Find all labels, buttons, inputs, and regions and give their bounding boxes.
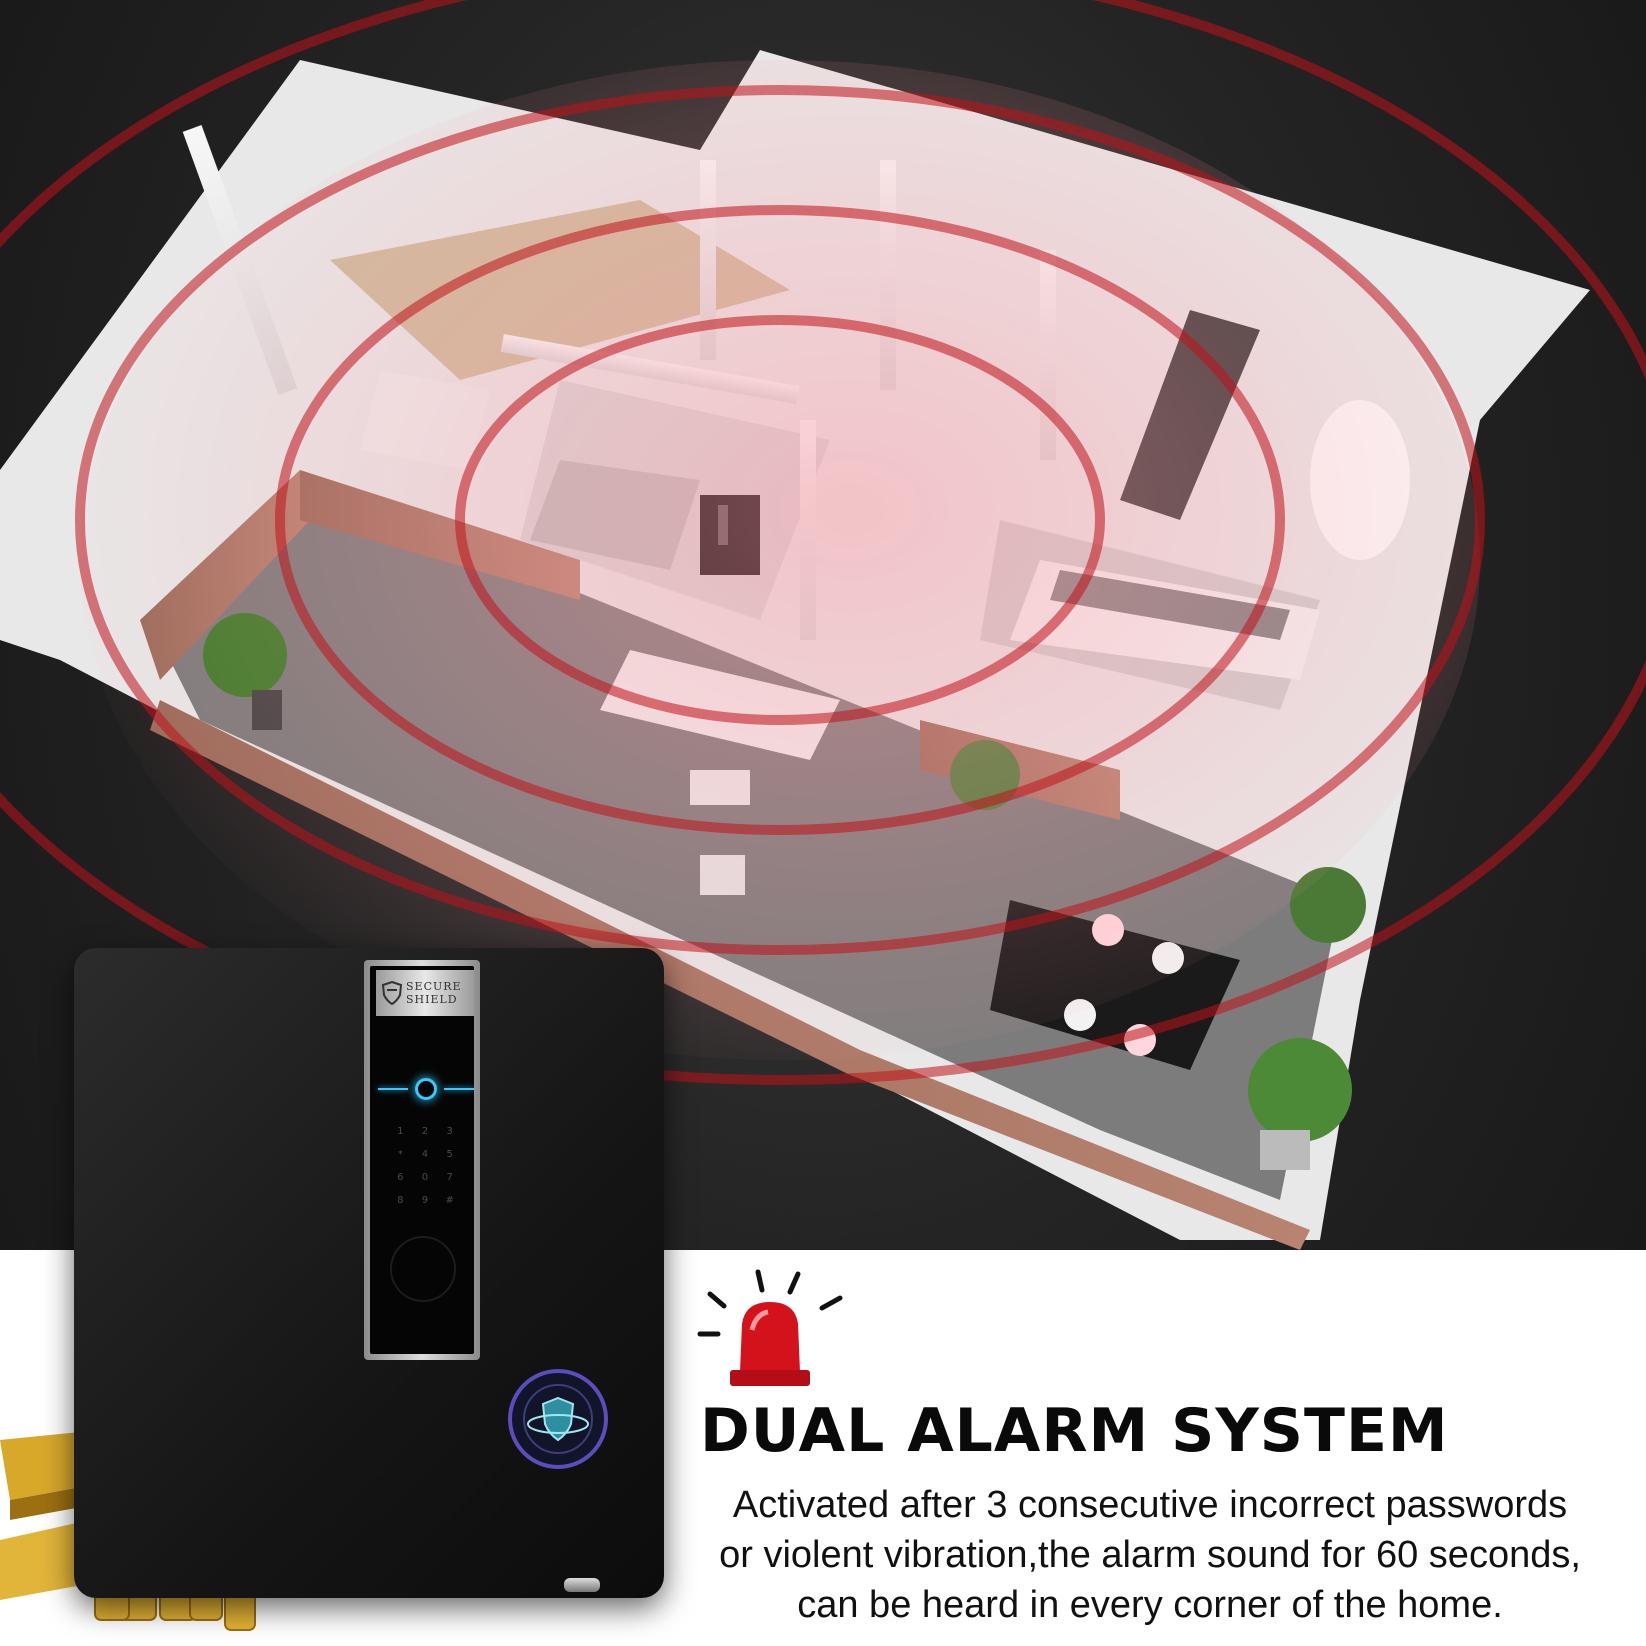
fingerprint-glow-right (444, 1088, 474, 1090)
house-floorplan-illustration (0, 0, 1646, 1250)
keypad-key: 7 (446, 1172, 453, 1183)
description-line-1: Activated after 3 consecutive incorrect … (732, 1484, 1568, 1526)
keypad-key: 8 (397, 1195, 404, 1206)
safe-foot (564, 1578, 600, 1592)
keypad-key: 2 (421, 1126, 429, 1137)
keypad-key: * (397, 1149, 403, 1160)
keypad-key: # (445, 1195, 454, 1206)
description-line-2: or violent vibration,the alarm sound for… (719, 1534, 1581, 1576)
feature-description: Activated after 3 consecutive incorrect … (660, 1480, 1640, 1630)
brand-logo: SECURE SHIELD (376, 970, 474, 1016)
keypad-key: 3 (446, 1126, 453, 1137)
keypad-key: 5 (446, 1149, 453, 1160)
keypad: 1 2 3 * 4 5 6 0 7 8 9 # (390, 1126, 460, 1206)
shield-icon (382, 981, 402, 1005)
alarm-rings (0, 0, 1646, 1085)
keypad-key: 4 (421, 1149, 429, 1160)
keypad-key: 9 (421, 1195, 429, 1206)
siren-icon (697, 1269, 843, 1386)
keypad-key: 1 (397, 1126, 404, 1137)
brand-line-1: SECURE (406, 980, 462, 993)
feature-title: DUAL ALARM SYSTEM (700, 1396, 1449, 1466)
keypad-key: 6 (397, 1172, 404, 1183)
fingerprint-icon (415, 1078, 437, 1100)
handle-dial (390, 1236, 456, 1302)
brand-line-2: SHIELD (406, 993, 458, 1006)
security-badge-icon (508, 1369, 608, 1469)
fingerprint-glow-left (378, 1088, 408, 1090)
keypad-key: 0 (421, 1172, 429, 1183)
description-line-3: can be heard in every corner of the home… (797, 1584, 1503, 1626)
safe-control-panel: SECURE SHIELD 1 2 3 * 4 5 6 0 7 (364, 960, 480, 1360)
smart-safe-image: SECURE SHIELD 1 2 3 * 4 5 6 0 7 (74, 948, 664, 1598)
